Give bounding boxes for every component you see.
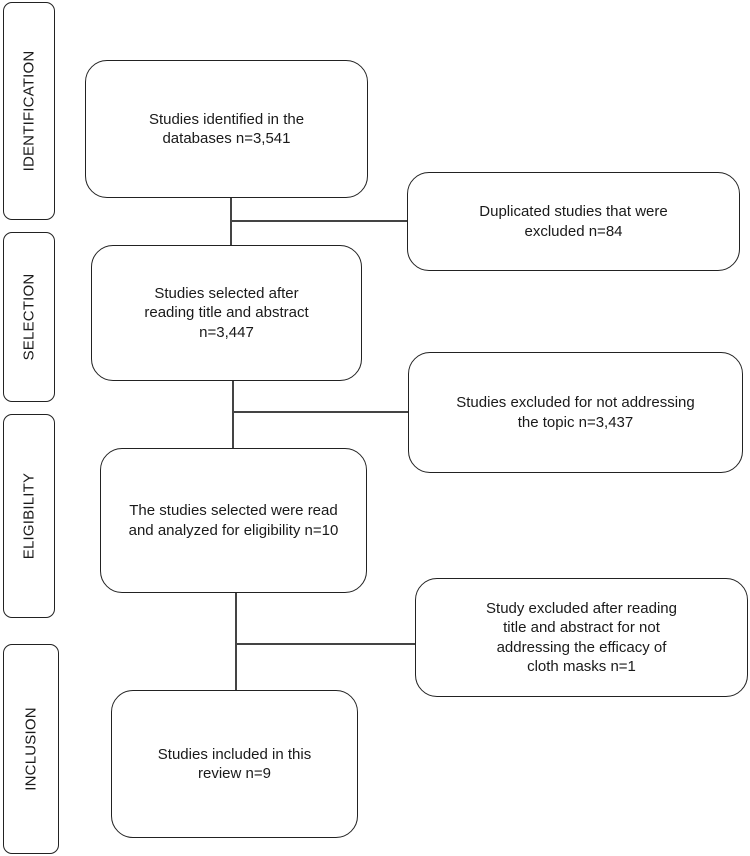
- stage-selection-label: SELECTION: [20, 273, 38, 361]
- box-selected-text: Studies selected after reading title and…: [144, 284, 309, 341]
- connector-branch-1: [230, 220, 407, 222]
- stage-inclusion: INCLUSION: [3, 644, 59, 854]
- box-identified-text: Studies identified in the databases n=3,…: [148, 110, 305, 148]
- stage-identification: IDENTIFICATION: [3, 2, 55, 220]
- box-included-text: Studies included in this review n=9: [157, 745, 312, 783]
- connector-vertical-3: [235, 592, 237, 690]
- box-excluded-duplicates: Duplicated studies that were excluded n=…: [407, 172, 740, 271]
- stage-eligibility: ELIGIBILITY: [3, 414, 55, 618]
- stage-inclusion-label: INCLUSION: [22, 707, 40, 791]
- box-excluded-duplicates-text: Duplicated studies that were excluded n=…: [479, 203, 668, 240]
- box-eligibility: The studies selected were read and analy…: [100, 448, 367, 593]
- box-excluded-not-topic-text: Studies excluded for not addressing the …: [456, 394, 695, 431]
- box-eligibility-text: The studies selected were read and analy…: [128, 502, 339, 539]
- box-excluded-not-efficacy-text: Study excluded after reading title and a…: [486, 599, 677, 676]
- connector-vertical-2: [232, 380, 234, 448]
- box-excluded-not-efficacy: Study excluded after reading title and a…: [415, 578, 748, 697]
- stage-eligibility-label: ELIGIBILITY: [20, 472, 38, 560]
- box-excluded-not-topic: Studies excluded for not addressing the …: [408, 352, 743, 473]
- stage-identification-label: IDENTIFICATION: [20, 50, 38, 172]
- connector-branch-2: [232, 411, 408, 413]
- box-selected: Studies selected after reading title and…: [91, 245, 362, 381]
- stage-selection: SELECTION: [3, 232, 55, 402]
- connector-branch-3: [235, 643, 415, 645]
- box-included: Studies included in this review n=9: [111, 690, 358, 838]
- box-identified: Studies identified in the databases n=3,…: [85, 60, 368, 198]
